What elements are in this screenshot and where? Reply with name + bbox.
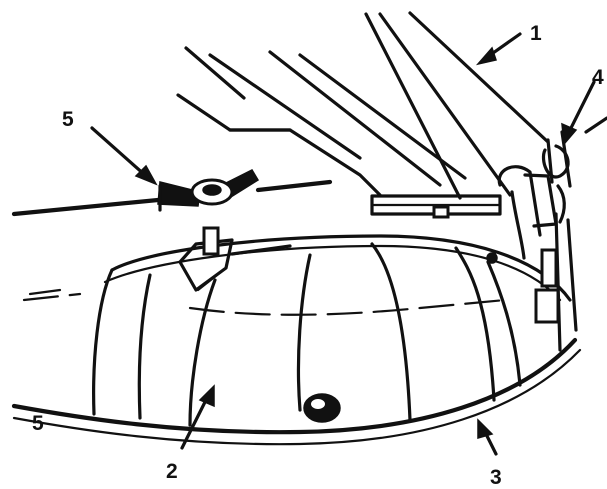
callout-1: 1 xyxy=(530,22,542,45)
tank-top-rim xyxy=(103,234,572,302)
hold-down-strap xyxy=(11,337,582,446)
callout-labels: 1 2 3 4 5 5 xyxy=(32,22,604,489)
leader-arrows xyxy=(90,32,607,456)
callout-5-lower: 5 xyxy=(32,412,44,435)
upper-panel-lines xyxy=(176,11,550,200)
callout-4: 4 xyxy=(592,66,604,89)
mounting-bracket xyxy=(370,194,502,219)
drain-plug xyxy=(303,393,341,423)
filler-fitting xyxy=(178,226,292,292)
latch-assembly xyxy=(486,130,578,352)
wing-nut xyxy=(157,169,260,212)
callout-3: 3 xyxy=(490,466,502,489)
callout-5-upper: 5 xyxy=(62,108,74,131)
bolt-rod xyxy=(11,179,333,217)
callout-2: 2 xyxy=(166,460,178,483)
fuel-tank-body xyxy=(22,242,522,427)
